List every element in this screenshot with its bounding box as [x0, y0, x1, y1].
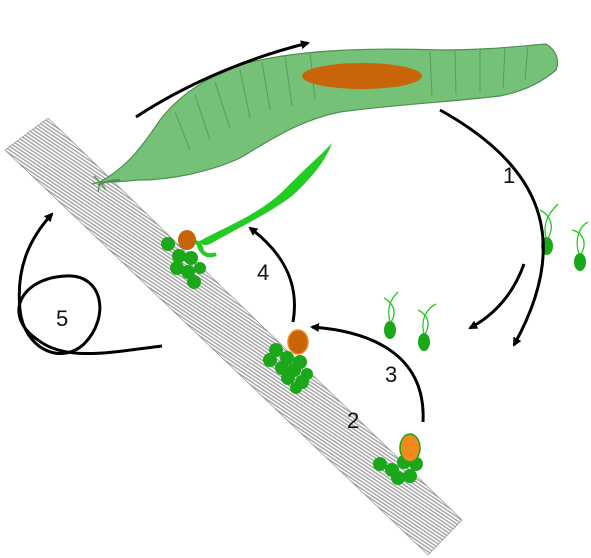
step-label-1: 1	[503, 163, 515, 188]
zoospores-right	[540, 204, 588, 271]
step-label-4: 4	[257, 260, 269, 285]
thallus-blade	[100, 44, 558, 182]
step-label-2: 2	[347, 408, 359, 433]
adult-thallus	[92, 44, 558, 192]
sorus	[302, 63, 422, 89]
arrow-step1-short	[470, 264, 524, 328]
arrow-step1-long	[440, 110, 543, 345]
zoospores-left	[384, 292, 436, 351]
step-label-3: 3	[385, 362, 397, 387]
step-label-5: 5	[56, 306, 68, 331]
